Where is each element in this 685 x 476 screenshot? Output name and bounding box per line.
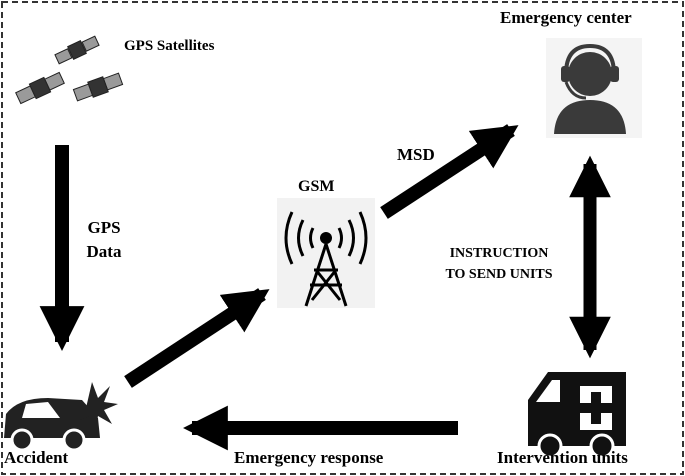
gps-data-label: GPS Data	[76, 218, 132, 261]
msd-label: MSD	[397, 145, 435, 164]
arrow-msd	[380, 124, 519, 219]
emergency-response-label: Emergency response	[234, 448, 384, 467]
gps-satellites-label: GPS Satellites	[124, 38, 215, 54]
intervention-units-label: Intervention units	[497, 448, 628, 467]
gsm-label: GSM	[298, 178, 335, 195]
accident-label: Accident	[4, 448, 69, 467]
instruction-line2: TO SEND UNITS	[445, 267, 553, 283]
emergency-center-label: Emergency center	[500, 8, 632, 27]
cell-tower-icon	[277, 198, 375, 308]
instruction-label: INSTRUCTION TO SEND UNITS	[424, 246, 574, 283]
gps-data-line2: Data	[86, 241, 122, 261]
crashed-car-icon	[4, 382, 118, 452]
ambulance-icon	[528, 372, 626, 459]
gps-data-line1: GPS	[87, 218, 121, 237]
operator-headset-icon	[546, 38, 642, 138]
arrow-accident-to-gsm	[124, 288, 270, 388]
instruction-line1: INSTRUCTION	[449, 246, 549, 261]
satellites-icon	[15, 35, 124, 105]
